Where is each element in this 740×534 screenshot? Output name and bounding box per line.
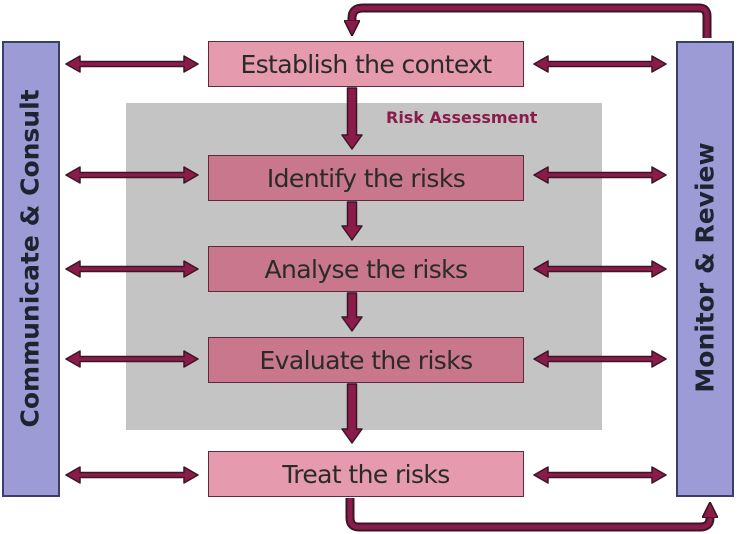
identify-risks-step: Identify the risks (208, 155, 524, 201)
establish-to-identify-arrow (341, 87, 363, 150)
right-analyse-double-arrow (533, 260, 667, 278)
feedback-loop-bottom-arrow-fill (347, 498, 710, 530)
evaluate-risks-step: Evaluate the risks (208, 337, 524, 383)
identify-to-analyse-arrow (341, 201, 363, 241)
treat-risks-step: Treat the risks (208, 451, 524, 497)
communicate-consult-panel (2, 41, 60, 497)
establish-context-label: Establish the context (240, 49, 492, 79)
left-treat-double-arrow (65, 466, 199, 484)
left-identify-double-arrow (65, 166, 199, 184)
analyse-risks-step: Analyse the risks (208, 246, 524, 292)
left-evaluate-double-arrow (65, 350, 199, 368)
left-establish-double-arrow (65, 55, 199, 73)
evaluate-risks-label: Evaluate the risks (259, 345, 473, 375)
left-analyse-double-arrow (65, 260, 199, 278)
analyse-risks-label: Analyse the risks (264, 254, 468, 284)
feedback-loop-top-arrow (347, 3, 712, 38)
risk-assessment-label: Risk Assessment (386, 108, 538, 127)
identify-risks-label: Identify the risks (266, 163, 466, 193)
monitor-review-panel (676, 41, 734, 497)
feedback-loop-bottom-arrow (345, 498, 715, 532)
evaluate-to-treat-arrow (341, 383, 363, 444)
establish-context-step: Establish the context (208, 41, 524, 87)
treat-risks-label: Treat the risks (282, 459, 450, 489)
right-treat-double-arrow (533, 466, 667, 484)
right-identify-double-arrow (533, 166, 667, 184)
feedback-loop-top-arrow-fill (352, 5, 710, 38)
right-evaluate-double-arrow (533, 350, 667, 368)
right-establish-double-arrow (533, 55, 667, 73)
analyse-to-evaluate-arrow (341, 292, 363, 332)
